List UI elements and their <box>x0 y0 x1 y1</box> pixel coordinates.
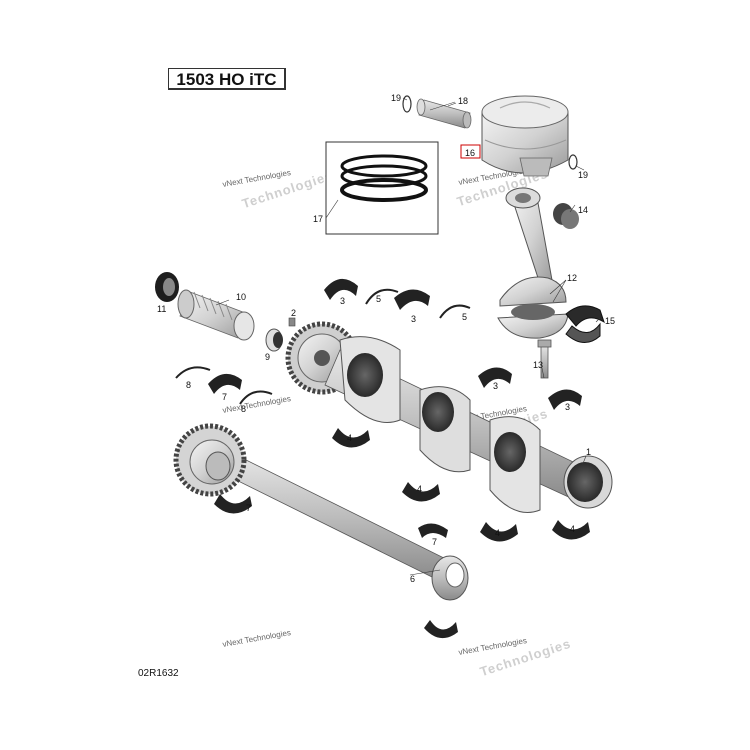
callout-4: 4 <box>347 433 352 443</box>
callout-16: 16 <box>465 148 475 158</box>
callout-6: 6 <box>410 574 415 584</box>
bearing-shell-4 <box>332 428 590 542</box>
bearing-shell-7 <box>208 373 458 639</box>
callout-18: 18 <box>458 96 468 106</box>
callout-2: 2 <box>291 308 296 318</box>
crankshaft-1 <box>324 336 613 513</box>
piston-rings-17 <box>325 141 439 235</box>
bearing-shell-3 <box>324 278 582 410</box>
piston-16 <box>460 95 569 177</box>
callout-5: 5 <box>376 294 381 304</box>
callout-8: 8 <box>186 380 191 390</box>
callout-4: 4 <box>417 484 422 494</box>
connecting-rod-12 <box>497 187 569 339</box>
callout-11: 11 <box>157 304 166 314</box>
callout-5: 5 <box>462 312 467 322</box>
callout-19: 19 <box>391 93 401 103</box>
callout-3: 3 <box>340 296 345 306</box>
callout-3: 3 <box>411 314 416 324</box>
gear-sleeve-10 <box>177 289 255 341</box>
oil-seal-11 <box>155 272 179 302</box>
callout-15: 15 <box>605 316 615 326</box>
bearing-shell-5 <box>365 288 471 319</box>
thrust-washer-8 <box>175 366 273 405</box>
callout-4: 4 <box>495 528 500 538</box>
rod-bolt-13 <box>537 339 552 379</box>
callout-3: 3 <box>493 381 498 391</box>
diagram-title: 1503 HO iTC <box>168 68 286 90</box>
balance-shaft-6 <box>173 423 469 601</box>
callout-7: 7 <box>432 537 437 547</box>
callout-3: 3 <box>565 402 570 412</box>
rod-bearing-15 <box>565 305 605 343</box>
callout-10: 10 <box>236 292 246 302</box>
callout-7: 7 <box>222 392 227 402</box>
needle-bearing-9 <box>265 328 283 352</box>
leader-lines <box>215 97 601 576</box>
callout-9: 9 <box>265 352 270 362</box>
callout-8: 8 <box>241 404 246 414</box>
callout-13: 13 <box>533 360 543 370</box>
callout-14: 14 <box>578 205 588 215</box>
callouts: 19 18 16 19 17 14 12 15 13 10 11 2 9 3 5… <box>157 93 615 584</box>
callout-7: 7 <box>246 503 251 513</box>
callout-1: 1 <box>586 447 591 457</box>
callout-17: 17 <box>313 214 323 224</box>
bushing-14 <box>553 203 579 229</box>
piston-pin-18 <box>416 98 472 129</box>
callout-12: 12 <box>567 273 577 283</box>
diagram-code: 02R1632 <box>138 668 179 679</box>
key-2 <box>288 317 296 327</box>
callout-19: 19 <box>578 170 588 180</box>
callout-4: 4 <box>570 524 575 534</box>
circlip-19 <box>402 95 578 170</box>
